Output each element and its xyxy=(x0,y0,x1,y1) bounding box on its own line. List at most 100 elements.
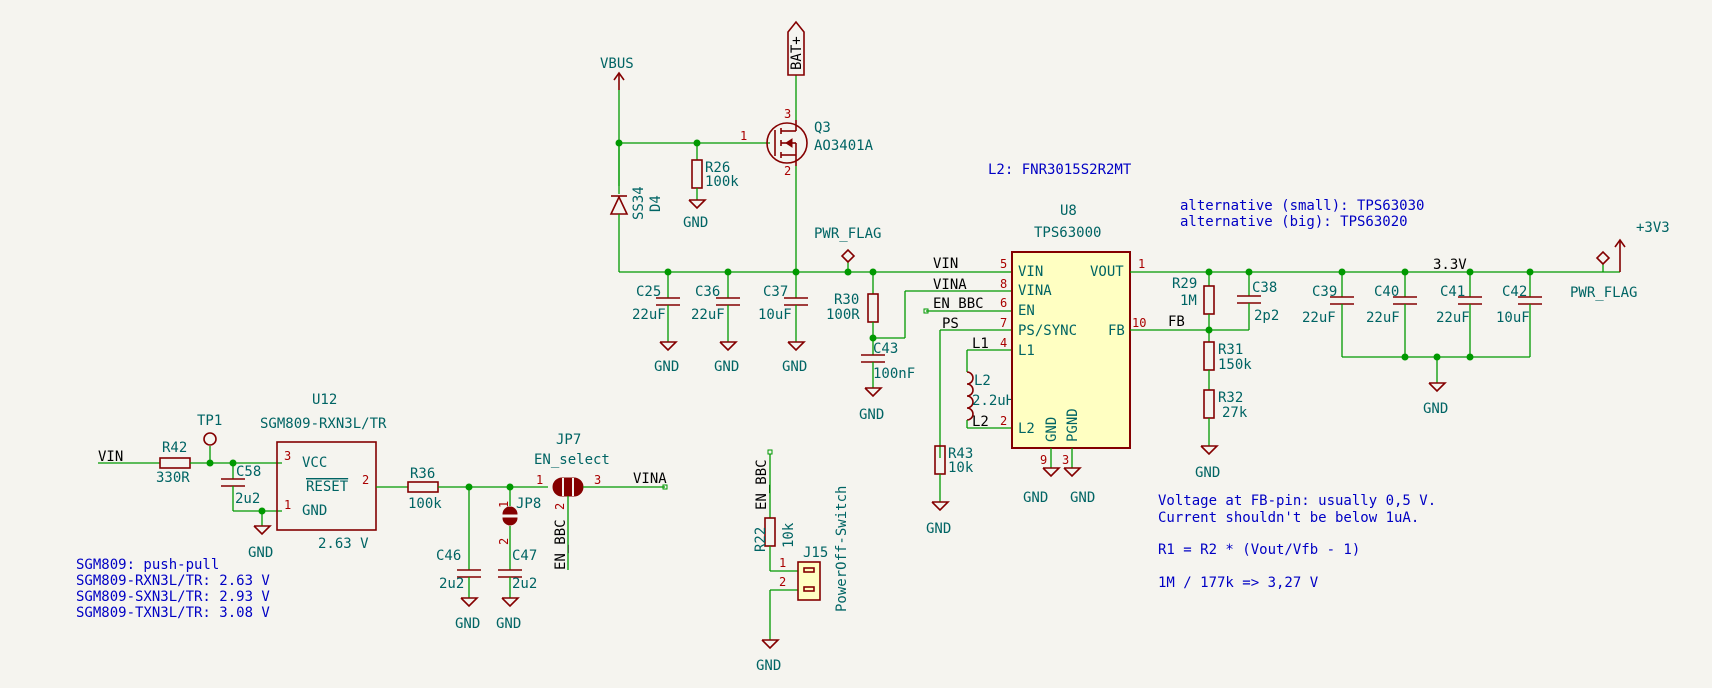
resistor-r43[interactable]: R43 10k GND xyxy=(926,445,974,537)
r26-value: 100k xyxy=(705,174,739,190)
svg-text:10k: 10k xyxy=(781,522,797,548)
note-alt-small: alternative (small): TPS63030 xyxy=(1180,198,1424,214)
svg-text:3: 3 xyxy=(284,449,291,463)
bat-plus-label[interactable]: BAT+ xyxy=(787,20,805,76)
capacitor-c42[interactable]: C42 10uF xyxy=(1496,272,1542,357)
svg-text:2: 2 xyxy=(784,164,791,178)
svg-text:10uF: 10uF xyxy=(1496,310,1530,326)
svg-text:L2: L2 xyxy=(974,373,991,389)
resistor-r26[interactable]: R26 100k xyxy=(691,143,739,200)
svg-text:PGND: PGND xyxy=(1065,408,1081,442)
pwr-flag-vin[interactable]: PWR_FLAG xyxy=(814,226,881,272)
capacitor-c37[interactable]: C37 10uF GND xyxy=(758,272,808,375)
svg-text:R22: R22 xyxy=(753,527,769,552)
svg-text:PS: PS xyxy=(942,316,959,332)
svg-text:PS/SYNC: PS/SYNC xyxy=(1018,323,1077,339)
ic-u8[interactable]: U8 TPS63000 VIN VINA EN PS/SYNC L1 L2 VO… xyxy=(1000,203,1146,467)
gnd-r26: GND xyxy=(683,199,708,231)
pwr-flag-3v3[interactable]: PWR_FLAG xyxy=(1570,250,1637,301)
svg-text:C39: C39 xyxy=(1312,284,1337,300)
svg-text:BAT+: BAT+ xyxy=(789,36,805,70)
svg-text:1M: 1M xyxy=(1180,293,1197,309)
capacitor-c41[interactable]: C41 22uF xyxy=(1436,272,1482,357)
svg-text:3: 3 xyxy=(784,107,791,121)
note-sgm-txn: SGM809-TXN3L/TR: 3.08 V xyxy=(76,605,270,621)
svg-text:VCC: VCC xyxy=(302,455,327,471)
svg-text:VIN: VIN xyxy=(98,449,123,465)
mosfet-q3[interactable]: 1 3 2 Q3 AO3401A xyxy=(740,107,874,178)
svg-text:GND: GND xyxy=(714,359,739,375)
jumper-jp7[interactable]: JP7 EN_select 1 2 3 xyxy=(534,432,610,510)
svg-text:2u2: 2u2 xyxy=(235,491,260,507)
svg-text:C42: C42 xyxy=(1502,284,1527,300)
svg-text:GND: GND xyxy=(302,503,327,519)
svg-text:RESET: RESET xyxy=(306,479,349,495)
svg-text:7: 7 xyxy=(1000,316,1007,330)
svg-text:GND: GND xyxy=(782,359,807,375)
svg-text:C58: C58 xyxy=(236,464,261,480)
svg-text:C47: C47 xyxy=(512,548,537,564)
svg-text:VINA: VINA xyxy=(1018,283,1052,299)
capacitor-c58[interactable]: C58 2u2 xyxy=(221,463,261,511)
svg-text:2u2: 2u2 xyxy=(512,576,537,592)
svg-text:EN: EN xyxy=(1018,303,1035,319)
jumper-jp8[interactable]: JP8 1 2 xyxy=(497,487,541,570)
svg-text:22uF: 22uF xyxy=(1302,310,1336,326)
svg-text:27k: 27k xyxy=(1222,405,1248,421)
note-calc: 1M / 177k => 3,27 V xyxy=(1158,575,1319,591)
capacitor-c47[interactable]: C47 2u2 GND xyxy=(496,548,537,632)
capacitor-c43[interactable]: C43 100nF GND xyxy=(859,338,915,423)
svg-text:FB: FB xyxy=(1108,323,1125,339)
gnd-j15: GND xyxy=(756,639,781,674)
svg-text:2: 2 xyxy=(553,503,567,510)
svg-text:3.3V: 3.3V xyxy=(1433,257,1467,273)
vbus-label: VBUS xyxy=(600,56,634,72)
inductor-l2[interactable]: L2 2.2uH xyxy=(966,349,1014,429)
svg-text:C43: C43 xyxy=(873,341,898,357)
capacitor-c40[interactable]: C40 22uF xyxy=(1366,272,1417,357)
capacitor-c25[interactable]: C25 22uF GND xyxy=(632,272,680,375)
svg-text:GND: GND xyxy=(654,359,679,375)
svg-text:6: 6 xyxy=(1000,296,1007,310)
plus-3v3-power-symbol[interactable]: +3V3 xyxy=(1614,220,1670,272)
resistor-r36[interactable]: R36 100k xyxy=(407,466,442,512)
vbus-power-symbol[interactable]: VBUS xyxy=(600,56,634,90)
resistor-r22[interactable]: R22 10k xyxy=(753,517,797,552)
ic-u12[interactable]: U12 SGM809-RXN3L/TR VCC RESET GND 3 2 1 … xyxy=(260,392,387,552)
svg-text:R29: R29 xyxy=(1172,276,1197,292)
capacitor-c46[interactable]: C46 2u2 GND xyxy=(436,487,481,632)
resistor-r42[interactable]: R42 330R xyxy=(156,440,191,486)
svg-text:GND: GND xyxy=(859,407,884,423)
svg-text:VOUT: VOUT xyxy=(1090,264,1124,280)
svg-text:GND: GND xyxy=(455,616,480,632)
svg-text:100nF: 100nF xyxy=(873,366,915,382)
gnd-u12: GND xyxy=(248,525,273,561)
u12-value: SGM809-RXN3L/TR xyxy=(260,416,387,432)
svg-text:C41: C41 xyxy=(1440,284,1465,300)
svg-text:C36: C36 xyxy=(695,284,720,300)
svg-text:EN_BBC: EN_BBC xyxy=(553,519,569,570)
svg-text:2: 2 xyxy=(1000,414,1007,428)
resistor-r29[interactable]: R29 1M xyxy=(1172,272,1215,342)
svg-text:L2: L2 xyxy=(1018,421,1035,437)
svg-text:GND: GND xyxy=(1023,490,1048,506)
resistor-r30[interactable]: R30 100R xyxy=(826,272,879,338)
svg-text:R31: R31 xyxy=(1218,342,1243,358)
svg-text:R32: R32 xyxy=(1218,390,1243,406)
resistor-r32[interactable]: R32 27k GND xyxy=(1195,389,1248,481)
svg-text:1: 1 xyxy=(284,498,291,512)
svg-text:PowerOff-Switch: PowerOff-Switch xyxy=(834,486,850,612)
svg-text:L1: L1 xyxy=(1018,343,1035,359)
svg-text:C40: C40 xyxy=(1374,284,1399,300)
connector-j15[interactable]: J15 PowerOff-Switch 1 2 xyxy=(779,486,850,612)
svg-text:JP8: JP8 xyxy=(516,496,541,512)
svg-text:VIN: VIN xyxy=(933,256,958,272)
svg-text:R36: R36 xyxy=(410,466,435,482)
capacitor-c39[interactable]: C39 22uF xyxy=(1302,272,1354,357)
test-point-tp1[interactable]: TP1 xyxy=(197,413,222,463)
capacitor-c38[interactable]: C38 2p2 xyxy=(1237,272,1279,330)
capacitor-c36[interactable]: C36 22uF GND xyxy=(691,272,740,375)
resistor-r31[interactable]: R31 150k xyxy=(1203,341,1252,390)
diode-d4[interactable]: SS34 D4 xyxy=(609,143,664,272)
